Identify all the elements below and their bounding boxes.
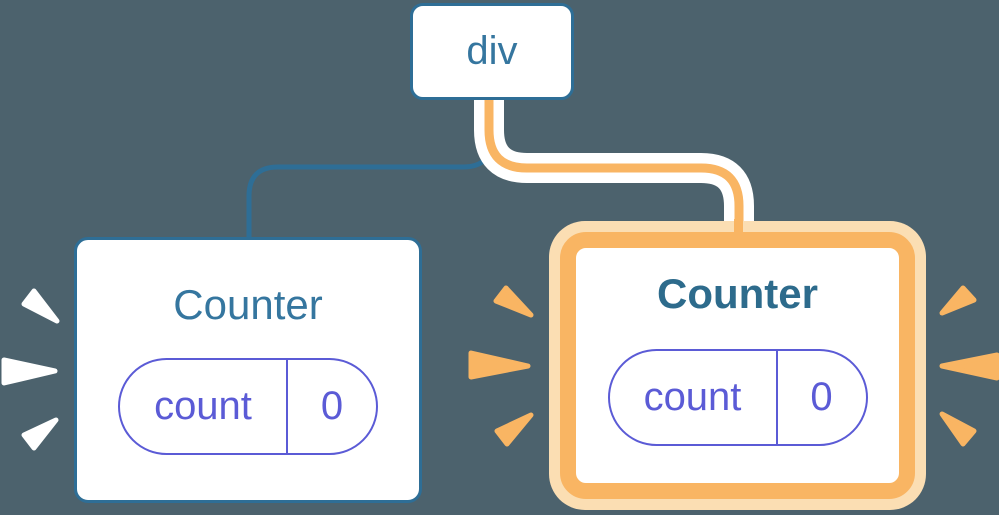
state-pill: count 0	[607, 349, 868, 446]
root-node-div: div	[410, 3, 574, 100]
spark-icon	[939, 411, 977, 447]
tree-edge-left	[246, 99, 495, 240]
tree-edge-right-core	[484, 97, 744, 224]
root-node-label: div	[466, 29, 518, 73]
counter-card-right-highlight-ring: Counter count 0	[549, 221, 926, 510]
spark-burst-orange-right-icon	[939, 285, 999, 447]
counter-title: Counter	[173, 281, 323, 328]
spark-burst-white-icon	[1, 288, 60, 451]
state-key: count	[610, 351, 778, 444]
spark-icon	[494, 412, 534, 447]
counter-title: Counter	[657, 270, 818, 317]
tree-edge-right-stub	[734, 219, 743, 237]
spark-icon	[468, 350, 531, 380]
counter-card-left: Counter count 0	[74, 237, 422, 503]
spark-icon	[939, 352, 999, 381]
state-key: count	[120, 360, 288, 453]
spark-icon	[1, 357, 58, 386]
tree-edge-right-casing	[474, 97, 754, 222]
spark-icon	[939, 285, 977, 316]
spark-icon	[21, 417, 59, 451]
spark-icon	[493, 285, 534, 318]
spark-icon	[21, 288, 60, 324]
state-value: 0	[810, 375, 833, 419]
state-pill: count 0	[118, 358, 378, 455]
counter-card-right: Counter count 0	[560, 232, 915, 499]
spark-burst-orange-left-icon	[468, 285, 534, 447]
state-value: 0	[320, 384, 344, 428]
